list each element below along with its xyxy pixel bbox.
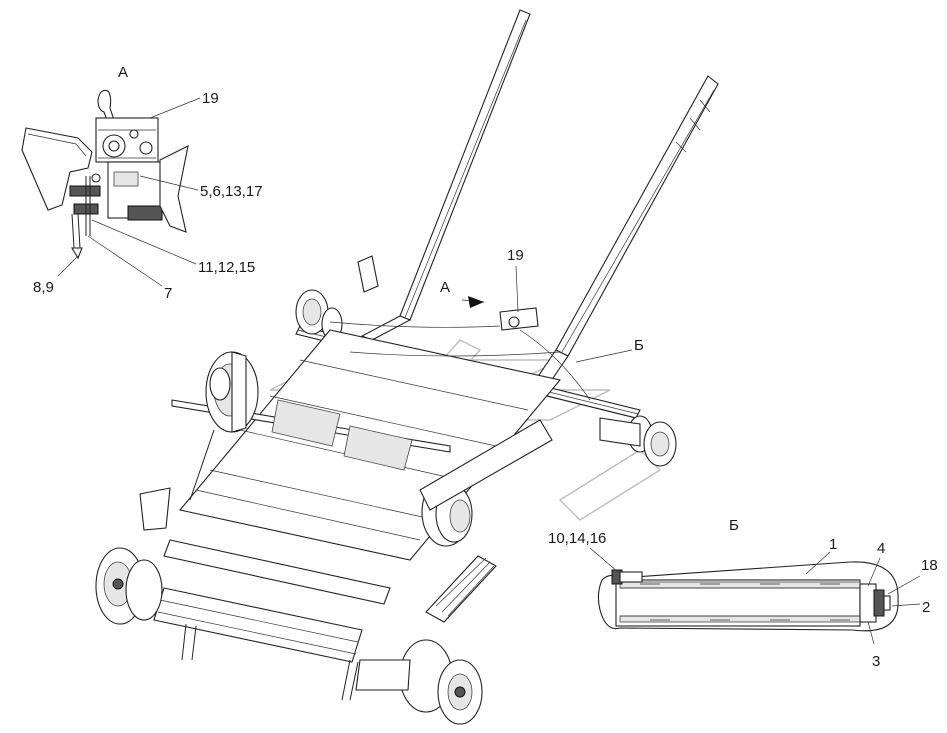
- front-roller: [153, 587, 363, 663]
- view-a-detail: А 19 5,6,13,17 11,12,15: [21, 64, 263, 302]
- callout-main-view-a: А: [440, 279, 450, 296]
- step-ladder: [425, 555, 497, 623]
- callout-a-11-12-15: 11,12,15: [198, 259, 255, 276]
- view-b-detail: Б 10,14,16 1 4 18 2 3: [548, 517, 938, 670]
- view-a-letter: А: [118, 64, 128, 81]
- callout-b-2: 2: [922, 599, 930, 616]
- pin-chain: [71, 213, 81, 249]
- main-assembly: А 19 Б: [95, 9, 719, 725]
- callout-b-3: 3: [872, 653, 880, 670]
- tube-section: [615, 579, 861, 627]
- right-boom: [555, 75, 719, 357]
- valve-box: [499, 307, 539, 331]
- callout-a-7: 7: [164, 285, 172, 302]
- callout-b-10-14-16: 10,14,16: [548, 530, 606, 547]
- rear-left-hub: [295, 289, 343, 341]
- callout-main-view-b: Б: [634, 337, 644, 354]
- callout-a-8-9: 8,9: [33, 279, 54, 296]
- callout-b-4: 4: [877, 540, 885, 557]
- callout-a-19: 19: [202, 90, 219, 107]
- view-a-arrow: [468, 296, 484, 308]
- view-b-letter: Б: [729, 517, 739, 534]
- callout-b-1: 1: [829, 536, 837, 553]
- bracket-plate: [21, 127, 93, 211]
- front-right-wheel: [399, 639, 483, 725]
- callout-b-18: 18: [921, 557, 938, 574]
- callout-main-19: 19: [507, 247, 524, 264]
- front-left-wheel: [95, 547, 163, 625]
- callout-a-5-6-13-17: 5,6,13,17: [200, 183, 263, 200]
- left-boom: [399, 9, 531, 321]
